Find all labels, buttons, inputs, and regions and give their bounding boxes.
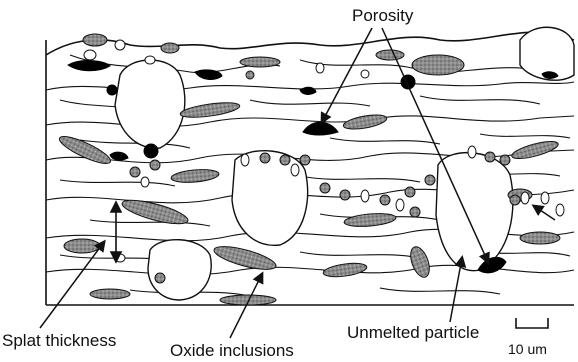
- oxide-inclusion: [57, 132, 114, 168]
- globule: [246, 71, 254, 79]
- globule: [396, 199, 404, 211]
- oxide-inclusion: [407, 244, 433, 280]
- splat-thickness-arrow: [40, 242, 104, 328]
- globule: [468, 146, 476, 158]
- oxide-inclusion: [342, 112, 387, 131]
- globule: [320, 183, 330, 193]
- globule: [410, 207, 420, 217]
- globule: [141, 177, 149, 187]
- globule: [521, 192, 529, 204]
- globule: [340, 190, 350, 200]
- globule: [556, 204, 564, 216]
- globule: [425, 175, 435, 185]
- pore: [144, 144, 158, 158]
- oxide-inclusion: [83, 34, 107, 46]
- inner-particle-arrow: [534, 206, 555, 220]
- globule: [510, 195, 520, 205]
- unmelted-particle-1: [115, 60, 185, 148]
- globule: [361, 70, 369, 78]
- splat-thickness-label: Splat thickness: [2, 331, 116, 351]
- globule: [316, 63, 324, 73]
- globule: [84, 50, 96, 60]
- pore: [107, 85, 117, 95]
- oxide-inclusions-label: Oxide inclusions: [170, 341, 294, 361]
- oxide-inclusion: [376, 50, 404, 60]
- oxide-inclusion: [520, 232, 560, 244]
- oxide-inclusion: [510, 138, 559, 162]
- globule: [280, 155, 290, 165]
- globule: [260, 153, 270, 163]
- oxide-inclusion: [90, 289, 130, 299]
- globule: [485, 152, 495, 162]
- globule: [241, 154, 249, 166]
- pore: [300, 87, 316, 94]
- globule: [541, 192, 549, 204]
- pore: [68, 61, 110, 71]
- oxide-inclusion: [179, 100, 240, 120]
- porosity-label: Porosity: [352, 6, 413, 26]
- globule: [115, 40, 125, 50]
- splat-thickness-marker: [111, 202, 121, 262]
- oxide-inclusion: [161, 43, 179, 53]
- unmelted-particle-arrow: [450, 258, 462, 322]
- scale-bar-label: 10 um: [508, 341, 547, 357]
- globule: [150, 160, 160, 170]
- oxide-inclusion: [171, 168, 220, 184]
- unmelted-particle-4: [148, 240, 211, 300]
- globule: [405, 187, 415, 197]
- globule: [380, 195, 390, 205]
- scale-bar: [516, 318, 548, 328]
- globule: [361, 190, 369, 202]
- pore: [303, 122, 338, 135]
- globule: [291, 164, 299, 176]
- oxide-inclusion: [322, 261, 367, 279]
- oxide-inclusion: [412, 55, 464, 75]
- oxide-inclusions-arrow: [230, 274, 262, 338]
- oxide-inclusion: [64, 239, 100, 253]
- globule: [500, 155, 510, 165]
- oxide-inclusion: [344, 212, 397, 228]
- pore: [110, 152, 128, 160]
- globule: [145, 56, 155, 64]
- globule: [300, 155, 310, 165]
- oxide-inclusion: [240, 57, 280, 67]
- globule: [130, 167, 140, 177]
- unmelted-particle-label: Unmelted particle: [347, 323, 479, 343]
- oxide-inclusion: [120, 195, 190, 228]
- globule: [155, 273, 165, 283]
